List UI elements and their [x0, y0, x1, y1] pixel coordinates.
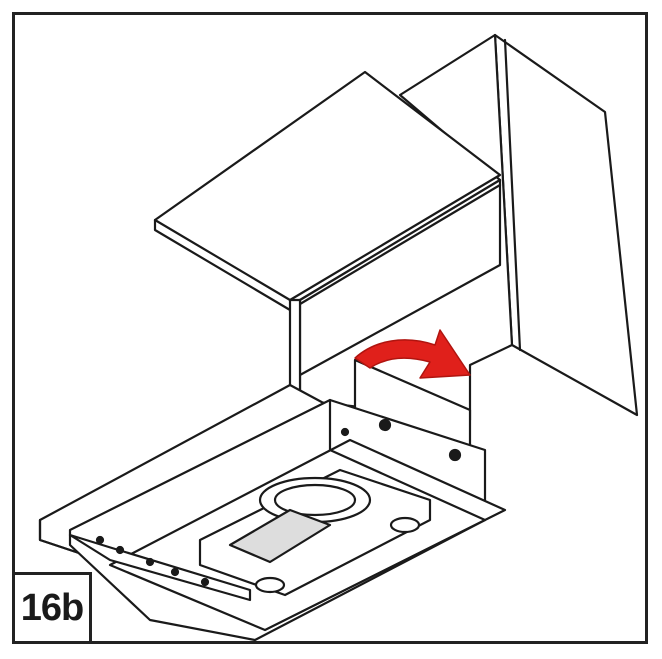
step-number: 16b [20, 586, 84, 629]
mounting-screws [340, 418, 462, 462]
hood-lights [254, 516, 421, 594]
step-number-box: 16b [12, 572, 92, 644]
control-strip [68, 533, 252, 602]
fan-filter [198, 468, 432, 597]
figure-frame [12, 12, 648, 644]
chimney-top-cover [153, 70, 502, 312]
chimney-right-panel [493, 33, 639, 417]
rotate-arrow [354, 329, 471, 379]
